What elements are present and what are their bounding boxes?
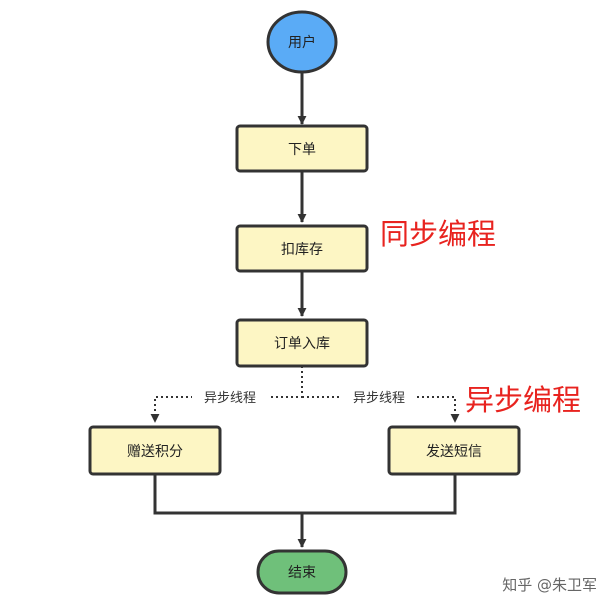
annotation-sync: 同步编程 bbox=[380, 217, 496, 251]
process-order-storage bbox=[235, 318, 369, 368]
process-deduct-stock-label: 扣库存 bbox=[281, 242, 323, 258]
annotation-async: 异步编程 bbox=[465, 383, 581, 417]
end-node bbox=[256, 549, 348, 595]
edge-label-bg-left bbox=[192, 387, 268, 407]
edge-storage-to-gift-dotted bbox=[150, 366, 303, 423]
edge-sms-to-merge bbox=[302, 474, 457, 515]
process-deduct-stock bbox=[235, 224, 369, 273]
edge-gift-to-merge bbox=[153, 474, 302, 515]
process-place-order-label: 下单 bbox=[288, 142, 316, 158]
start-node-label: 用户 bbox=[288, 34, 316, 51]
watermark: 知乎 @朱卫军 bbox=[502, 576, 597, 594]
edge-label-async-right: 异步线程 bbox=[353, 391, 405, 406]
edge-label-async-left: 异步线程 bbox=[204, 391, 256, 406]
process-order-storage-label: 订单入库 bbox=[274, 336, 330, 352]
process-send-sms-label: 发送短信 bbox=[426, 444, 482, 460]
start-node bbox=[266, 10, 338, 74]
end-node-label: 结束 bbox=[288, 565, 316, 581]
process-gift-points-label: 赠送积分 bbox=[127, 444, 183, 460]
process-send-sms bbox=[387, 425, 521, 476]
edge-label-bg-right bbox=[341, 387, 417, 407]
process-place-order bbox=[235, 124, 369, 173]
process-gift-points bbox=[88, 425, 222, 476]
